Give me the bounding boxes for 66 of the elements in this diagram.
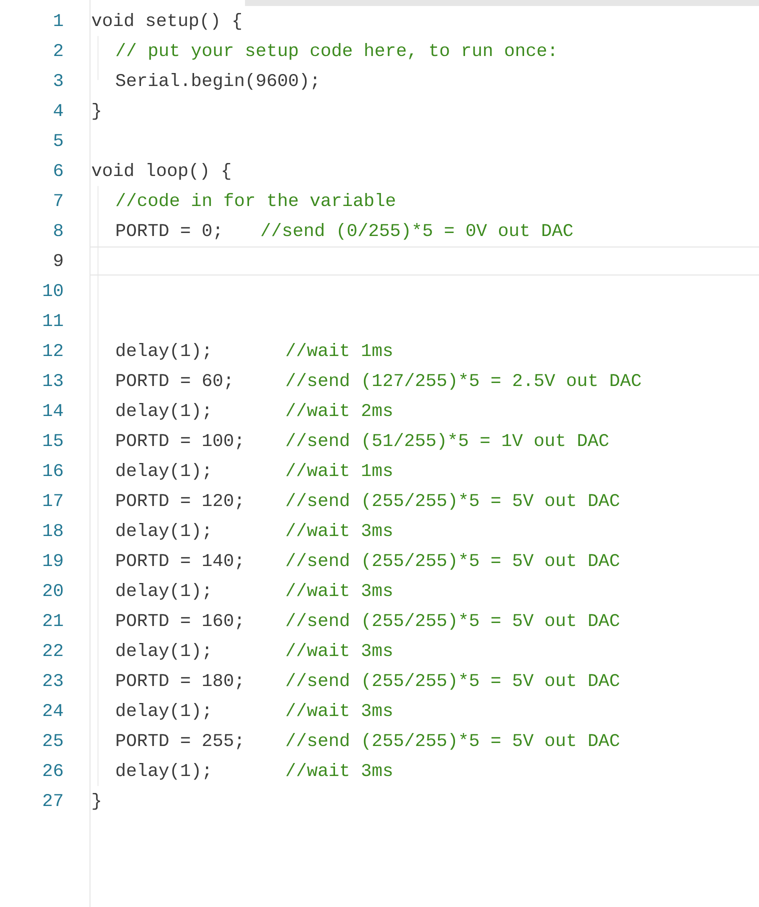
code-comment: //send (255/255)*5 = 5V out DAC xyxy=(286,612,620,630)
line-number: 7 xyxy=(54,194,62,206)
code-comment: //send (255/255)*5 = 5V out DAC xyxy=(286,672,620,690)
code-line: PORTD = 140; xyxy=(116,554,241,570)
line-number: 14 xyxy=(43,404,63,416)
code-comment: //wait 1ms xyxy=(286,342,392,356)
code-line: PORTD = 160; xyxy=(116,614,241,630)
code-comment: //send (0/255)*5 = 0V out DAC xyxy=(261,222,573,240)
line-number: 8 xyxy=(54,224,63,236)
line-number: 19 xyxy=(43,554,62,566)
code-line: PORTD = 0; xyxy=(116,224,220,240)
code-comment: //code in for the variable xyxy=(116,192,395,206)
code-line: PORTD = 100; xyxy=(116,434,241,450)
line-number: 2 xyxy=(54,44,62,56)
line-number: 4 xyxy=(54,104,63,116)
code-line: delay(1); xyxy=(116,342,209,360)
code-comment: //wait 3ms xyxy=(286,642,392,656)
line-number: 5 xyxy=(54,134,63,146)
line-number: 22 xyxy=(43,644,62,656)
code-line: PORTD = 120; xyxy=(116,494,241,510)
code-line: } xyxy=(92,102,100,120)
line-number: 20 xyxy=(43,584,63,596)
code-comment: //send (255/255)*5 = 5V out DAC xyxy=(286,552,620,570)
code-line: PORTD = 180; xyxy=(116,674,241,690)
line-number: 15 xyxy=(43,434,63,446)
code-line: delay(1); xyxy=(116,702,209,720)
line-number: 21 xyxy=(43,614,63,626)
line-number: 17 xyxy=(43,494,62,506)
code-line: delay(1); xyxy=(116,462,209,480)
line-number: 6 xyxy=(54,164,63,176)
line-number: 16 xyxy=(43,464,63,476)
code-line: Serial.begin(9600); xyxy=(116,72,317,90)
code-comment: //send (255/255)*5 = 5V out DAC xyxy=(286,732,620,750)
code-comment: //send (127/255)*5 = 2.5V out DAC xyxy=(286,372,641,390)
code-line: void setup() { xyxy=(92,12,241,30)
line-number: 27 xyxy=(43,794,62,806)
code-line: delay(1); xyxy=(116,582,209,600)
line-number: 24 xyxy=(43,704,63,716)
code-line: delay(1); xyxy=(116,762,209,780)
code-comment: //wait 3ms xyxy=(286,762,392,776)
line-number: 13 xyxy=(43,374,63,386)
code-line: delay(1); xyxy=(116,402,209,420)
code-comment: //send (255/255)*5 = 5V out DAC xyxy=(286,492,620,510)
line-number: 9 xyxy=(54,254,62,266)
code-comment: // put your setup code here, to run once: xyxy=(116,42,554,60)
code-comment: //wait 3ms xyxy=(286,522,392,536)
code-comment: //wait 1ms xyxy=(286,462,392,476)
line-number: 25 xyxy=(43,734,63,746)
code-line: delay(1); xyxy=(116,522,209,540)
line-number: 18 xyxy=(43,524,63,536)
code-comment: //send (51/255)*5 = 1V out DAC xyxy=(286,432,608,450)
code-comment: //wait 3ms xyxy=(286,702,392,716)
code-comment: //wait 2ms xyxy=(286,402,392,416)
line-number: 26 xyxy=(43,764,63,776)
code-comment: //wait 3ms xyxy=(286,582,392,596)
line-number: 10 xyxy=(43,284,63,296)
code-line: } xyxy=(92,792,100,810)
line-number: 1 xyxy=(54,14,63,26)
code-line: void loop() { xyxy=(92,162,230,180)
code-line: PORTD = 255; xyxy=(116,734,241,750)
line-number: 3 xyxy=(54,74,63,86)
line-number: 11 xyxy=(43,314,63,326)
code-line: PORTD = 60; xyxy=(116,374,230,390)
line-number: 12 xyxy=(43,344,62,356)
line-number: 23 xyxy=(43,674,63,686)
code-line: delay(1); xyxy=(116,642,209,660)
